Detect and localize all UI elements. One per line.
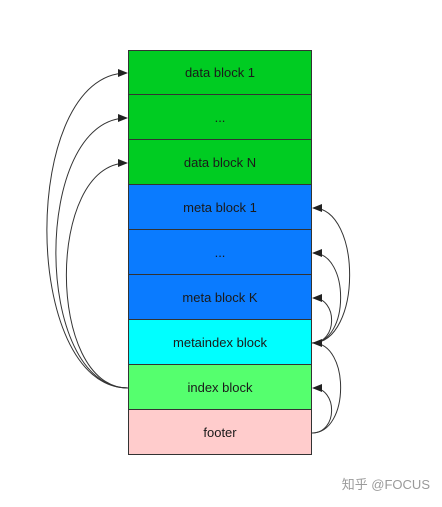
- meta-block-1: meta block 1: [128, 185, 312, 230]
- arrow-index-to-data-block-1: [46, 69, 129, 389]
- data-block-1-label: data block 1: [184, 65, 256, 80]
- arrow-index-to-data-block-mid: [55, 114, 129, 389]
- data-block-n: data block N: [128, 140, 312, 185]
- meta-block-1-label: meta block 1: [183, 199, 257, 215]
- meta-block-ellipsis-label: ...: [214, 244, 226, 260]
- watermark: 知乎 @FOCUS: [341, 477, 430, 492]
- data-block-ellipsis-label: ...: [214, 109, 226, 125]
- index-block-label: index block: [187, 379, 253, 395]
- data-block-1: data block 1: [128, 50, 312, 95]
- footer-block-label: footer: [203, 424, 237, 440]
- footer-block: footer: [128, 410, 312, 455]
- meta-block-k-label: meta block K: [182, 289, 258, 305]
- metaindex-block-label: metaindex block: [173, 334, 267, 350]
- arrow-index-to-data-block-n: [65, 159, 129, 389]
- data-block-ellipsis: ...: [128, 95, 312, 140]
- metaindex-block: metaindex block: [128, 320, 312, 365]
- index-block: index block: [128, 365, 312, 410]
- arrow-footer-to-index: [311, 384, 333, 434]
- data-block-n-label: data block N: [183, 154, 257, 170]
- meta-block-k: meta block K: [128, 275, 312, 320]
- arrow-metaindex-to-meta-block-1: [311, 204, 351, 344]
- meta-block-ellipsis: ...: [128, 230, 312, 275]
